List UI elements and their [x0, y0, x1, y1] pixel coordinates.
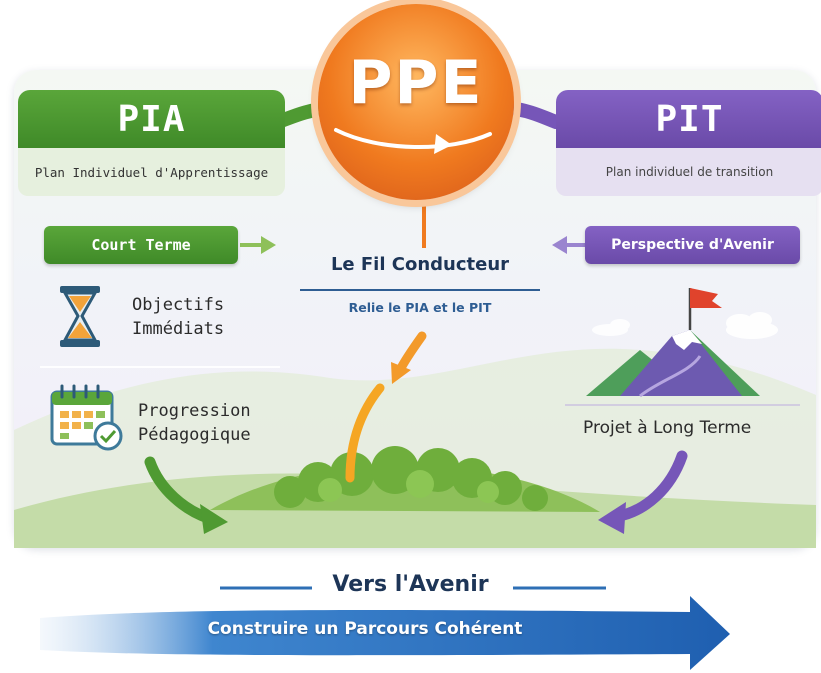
pit-subtitle: Plan individuel de transition — [556, 148, 821, 196]
hourglass-icon — [60, 286, 100, 347]
ppe-curve-arrow-icon — [334, 128, 492, 154]
banner-arrow — [40, 596, 730, 670]
mountain-flag-icon — [586, 288, 760, 398]
pia-header: PIA — [18, 90, 285, 148]
footer-banner-text: Construire un Parcours Cohérent — [207, 619, 523, 639]
perspective-tag: Perspective d'Avenir — [585, 226, 800, 264]
orange-arrow-lower — [345, 383, 385, 483]
center-caption: Le Fil Conducteur — [330, 254, 510, 275]
green-arrow-left — [144, 456, 214, 524]
center-rule — [300, 289, 540, 291]
pit-header: PIT — [556, 90, 821, 148]
arc-ppe-to-pit — [501, 101, 563, 129]
center-subcaption: Relie le PIA et le PIT — [348, 300, 492, 315]
calendar-check-icon — [50, 384, 123, 451]
orange-arrow-upper — [395, 331, 427, 375]
projet-label: Projet à Long Terme — [583, 418, 752, 438]
purple-arrow-right — [614, 450, 688, 522]
court-terme-arrow-icon — [240, 236, 276, 254]
footer-heading: Vers l'Avenir — [332, 572, 489, 597]
ppe-title: PPE — [348, 48, 484, 118]
perspective-arrow-icon — [552, 236, 588, 254]
right-divider — [565, 404, 800, 406]
pia-subtitle: Plan Individuel d'Apprentissage — [18, 148, 285, 196]
cloud-icon — [726, 312, 778, 339]
ppe-circle — [318, 4, 514, 200]
objectifs-label: Objectifs Immédiats — [132, 295, 225, 339]
left-divider — [40, 366, 280, 368]
court-terme-tag: Court Terme — [44, 226, 238, 264]
progression-label: Progression Pédagogique — [138, 401, 251, 445]
